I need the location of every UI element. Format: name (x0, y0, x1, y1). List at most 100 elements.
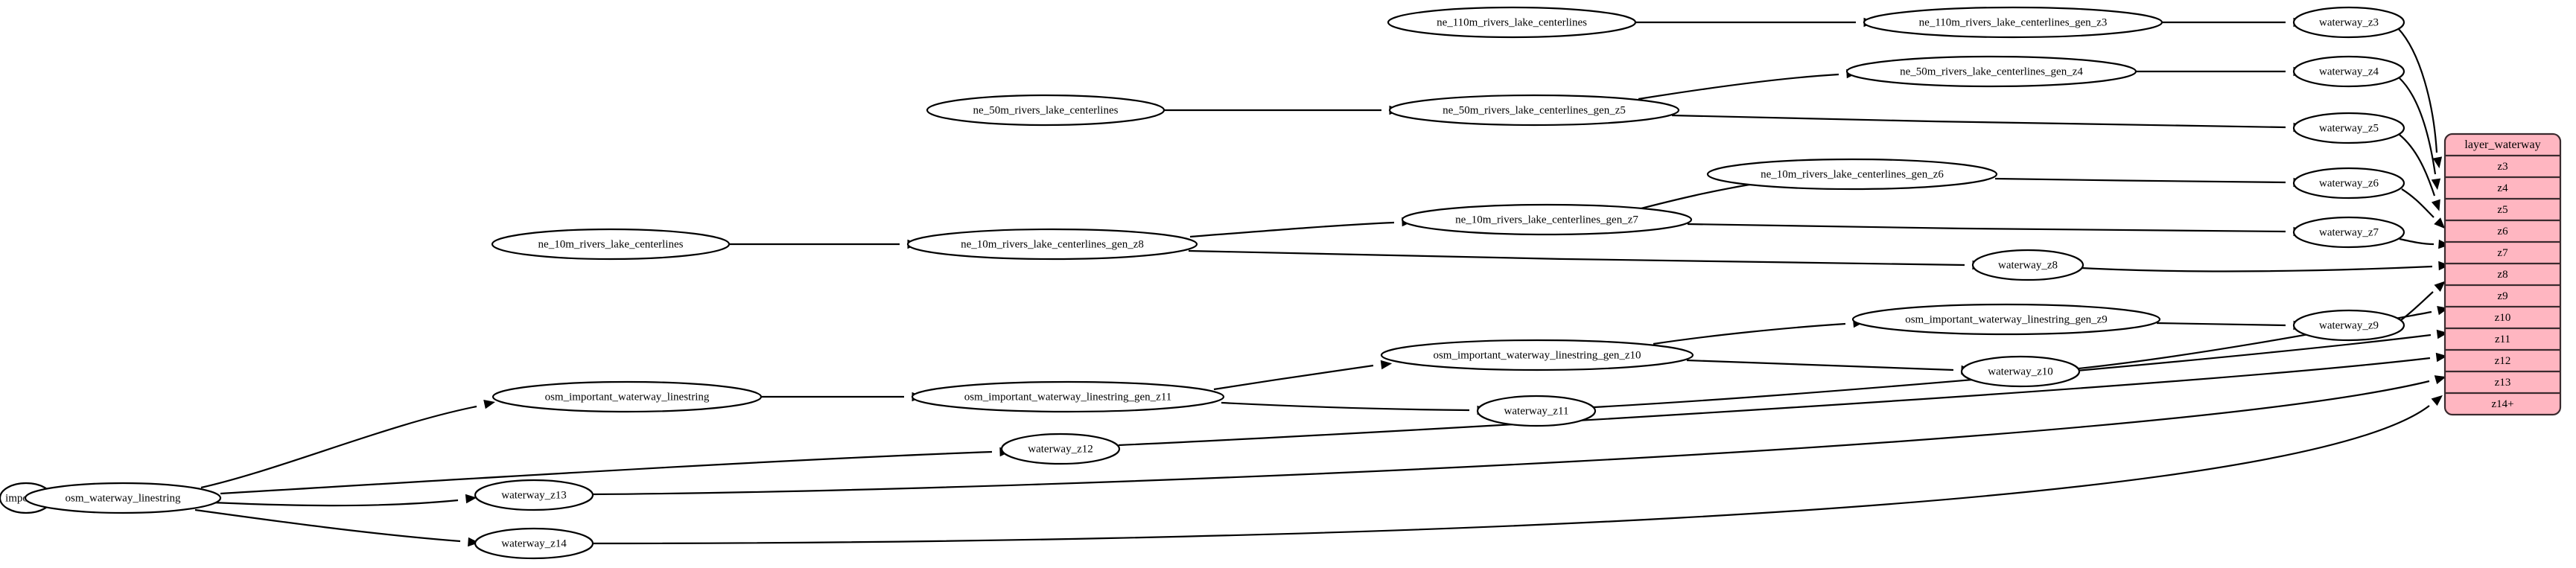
node-shape-ellipse (1476, 395, 1597, 427)
node-ne50_gen_z4[interactable]: ne_50m_rivers_lake_centerlines_gen_z4 (1845, 55, 2137, 88)
edge-ne50_gen_z5-to-waterway_z5 (1671, 114, 2305, 133)
arrow-head-icon (1380, 360, 1393, 370)
edge-waterway_z5-to-table (2399, 134, 2440, 211)
node-label: waterway_z9 (2319, 319, 2379, 331)
node-osm_iwl[interactable]: osm_important_waterway_linestring (492, 380, 763, 413)
node-shape-ellipse (24, 482, 222, 514)
node-ne50_gen_z5[interactable]: ne_50m_rivers_lake_centerlines_gen_z5 (1388, 94, 1680, 127)
node-waterway_z8[interactable]: waterway_z8 (1971, 249, 2084, 281)
node-waterway_z10[interactable]: waterway_z10 (1960, 355, 2081, 388)
edge-waterway_z14-to-table (592, 395, 2443, 545)
edge-waterway_z13-to-table (592, 375, 2446, 496)
table-row-z4[interactable]: z4 (2497, 182, 2508, 194)
node-waterway_z3[interactable]: waterway_z3 (2292, 6, 2405, 39)
edge-osm_wl-to-waterway_z14 (194, 508, 480, 547)
node-osm_iwl_gen_z11[interactable]: osm_important_waterway_linestring_gen_z1… (911, 380, 1225, 413)
node-waterway_z7[interactable]: waterway_z7 (2292, 216, 2405, 249)
edge-ne50_gen_z4-to-waterway_z4 (2136, 66, 2305, 77)
node-shape-ellipse (1401, 203, 1693, 236)
node-ne110[interactable]: ne_110m_rivers_lake_centerlines (1387, 6, 1637, 39)
edge-line (220, 450, 993, 495)
table-row-z12[interactable]: z12 (2495, 355, 2511, 367)
node-shape-ellipse (1960, 355, 2081, 388)
node-ne10_gen_z8[interactable]: ne_10m_rivers_lake_centerlines_gen_z8 (906, 228, 1198, 261)
node-waterway_z5[interactable]: waterway_z5 (2292, 112, 2405, 144)
node-shape-ellipse (1971, 249, 2084, 281)
edge-osm_iwl_gen_z11-to-gen_z10 (1213, 360, 1393, 391)
node-label: waterway_z7 (2319, 226, 2379, 238)
node-ne110_gen_z3[interactable]: ne_110m_rivers_lake_centerlines_gen_z3 (1863, 6, 2163, 39)
node-shape-ellipse (1706, 158, 1998, 191)
node-shape-ellipse (474, 527, 594, 560)
edge-line (592, 380, 2430, 496)
node-waterway_z14[interactable]: waterway_z14 (474, 527, 594, 560)
node-ne50[interactable]: ne_50m_rivers_lake_centerlines (926, 94, 1165, 127)
node-label: waterway_z13 (501, 489, 566, 501)
node-shape-ellipse (1845, 55, 2137, 88)
edge-osm_iwl_gen_z11-to-waterway_z11 (1221, 401, 1489, 415)
arrow-head-icon (2434, 217, 2446, 229)
table-row-z6[interactable]: z6 (2497, 226, 2508, 237)
node-waterway_z13[interactable]: waterway_z13 (474, 479, 594, 511)
table-row-z3[interactable]: z3 (2497, 161, 2507, 173)
edge-osm_wl-to-osm_iwl (200, 399, 495, 489)
table-header-label: layer_waterway (2464, 138, 2540, 151)
node-label: waterway_z11 (1504, 405, 1569, 417)
node-waterway_z4[interactable]: waterway_z4 (2292, 55, 2405, 88)
node-label: osm_important_waterway_linestring_gen_z1… (1433, 349, 1641, 361)
table-node-layer_waterway[interactable]: layer_waterway z3 z4 z5 z6 z7 z8 z9 z10 z11 z12 z13… (2443, 133, 2562, 416)
table-body (2443, 133, 2562, 416)
node-ne10_gen_z7[interactable]: ne_10m_rivers_lake_centerlines_gen_z7 (1401, 203, 1693, 236)
node-shape-ellipse (1387, 6, 1637, 39)
edge-ne50-to-ne50_gen_z5 (1164, 105, 1401, 115)
table-row-z10[interactable]: z10 (2495, 312, 2511, 324)
node-label: ne_50m_rivers_lake_centerlines_gen_z5 (1443, 104, 1626, 116)
arrow-head-icon (2438, 239, 2450, 249)
edge-osm_wl-to-waterway_z13 (211, 494, 477, 507)
node-shape-ellipse (906, 228, 1198, 261)
node-ne10[interactable]: ne_10m_rivers_lake_centerlines (491, 228, 731, 261)
edge-line (1686, 359, 1954, 371)
nodes-layer: imposm3osm_waterway_linestringne_110m_ri… (0, 6, 2405, 560)
edge-line (194, 508, 461, 543)
node-waterway_z12[interactable]: waterway_z12 (1000, 433, 1121, 465)
layer-waterway-table: layer_waterway z3 z4 z5 z6 z7 z8 z9 z10 z11 z12 z13… (2443, 133, 2562, 416)
edge-line (1638, 73, 1839, 100)
node-label: osm_important_waterway_linestring_gen_z1… (964, 391, 1172, 403)
node-label: ne_10m_rivers_lake_centerlines_gen_z6 (1761, 168, 1944, 180)
table-row-z9[interactable]: z9 (2497, 290, 2507, 302)
node-waterway_z6[interactable]: waterway_z6 (2292, 167, 2405, 200)
edge-line (2399, 237, 2435, 246)
edge-waterway_z3-to-table (2397, 28, 2443, 169)
node-osm_iwl_gen_z9[interactable]: osm_important_waterway_linestring_gen_z9 (1851, 303, 2161, 336)
edge-waterway_z6-to-table (2401, 188, 2446, 229)
edge-line (1221, 401, 1470, 412)
arrow-head-icon (465, 494, 477, 504)
edge-ne10-to-ne10_gen_z8 (729, 239, 919, 249)
arrow-head-icon (2435, 352, 2448, 363)
node-shape-ellipse (2292, 112, 2405, 144)
edge-osm_iwl_gen_z9-to-waterway_z9 (2156, 320, 2305, 331)
node-waterway_z11[interactable]: waterway_z11 (1476, 395, 1597, 427)
edge-line (1635, 182, 1759, 211)
node-label: waterway_z6 (2319, 177, 2379, 189)
node-ne10_gen_z6[interactable]: ne_10m_rivers_lake_centerlines_gen_z6 (1706, 158, 1998, 191)
arrow-head-icon (2431, 395, 2443, 406)
node-shape-ellipse (1851, 303, 2161, 336)
table-row-z11[interactable]: z11 (2495, 334, 2510, 345)
table-row-z5[interactable]: z5 (2497, 204, 2507, 216)
node-waterway_z9[interactable]: waterway_z9 (2292, 309, 2405, 342)
table-row-z7[interactable]: z7 (2497, 247, 2508, 259)
node-label: waterway_z14 (501, 537, 567, 549)
edge-line (1671, 114, 2286, 129)
node-osm_iwl_gen_z10[interactable]: osm_important_waterway_linestring_gen_z1… (1380, 339, 1694, 371)
node-label: ne_10m_rivers_lake_centerlines_gen_z7 (1455, 214, 1638, 226)
edge-line (1189, 221, 1395, 238)
edge-line (1213, 364, 1374, 391)
table-row-z14+[interactable]: z14+ (2491, 398, 2513, 410)
node-osm_wl[interactable]: osm_waterway_linestring (24, 482, 222, 514)
table-row-z13[interactable]: z13 (2495, 377, 2511, 389)
table-row-z8[interactable]: z8 (2497, 269, 2507, 281)
